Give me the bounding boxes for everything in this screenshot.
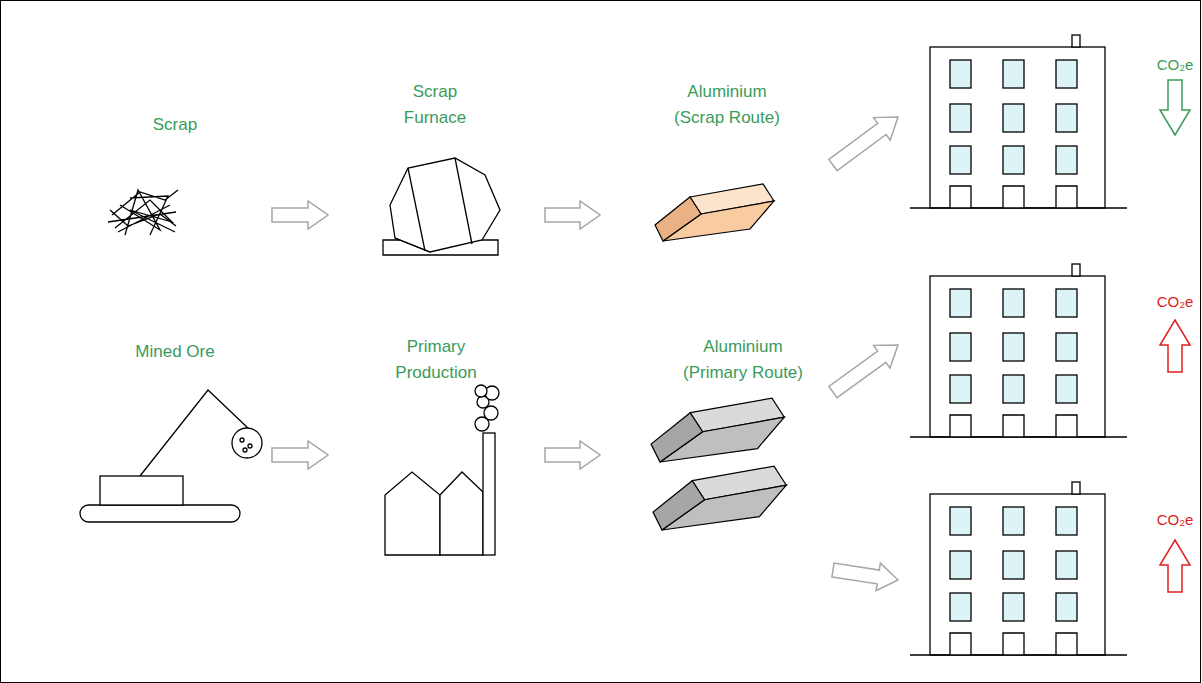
- input-stage: Mined Ore: [80, 335, 272, 530]
- building-use: CO₂e: [898, 30, 1198, 212]
- increase-arrow: [1160, 540, 1190, 592]
- factory-icon: [385, 385, 499, 555]
- stage-label: CO₂e: [1145, 55, 1202, 75]
- flow-arrow: [832, 563, 898, 591]
- building-use: CO₂e: [898, 235, 1198, 445]
- scrap-icon: [108, 190, 178, 235]
- stage-label: Aluminium (Primary Route): [675, 334, 811, 386]
- flow-arrow: [545, 201, 600, 229]
- stage-label: Scrap Furnace: [385, 79, 485, 131]
- flow-arrow: [545, 441, 600, 469]
- stage-label: CO₂e: [1145, 292, 1202, 312]
- stage-label: Mined Ore: [115, 340, 235, 364]
- flow-arrow: [829, 117, 898, 171]
- ingot-icon: [655, 184, 774, 241]
- ingot-icon: [651, 398, 784, 462]
- increase-arrow: [1160, 320, 1190, 372]
- flow-arrow: [272, 441, 328, 469]
- building-icon: [910, 482, 1127, 655]
- stage-label: Scrap: [115, 113, 235, 137]
- building-icon: [910, 264, 1127, 437]
- process-stage: Scrap Furnace: [328, 75, 545, 265]
- ingot-icon: [653, 466, 786, 530]
- decrease-arrow: [1160, 80, 1190, 135]
- process-stage: Primary Production: [328, 325, 545, 565]
- stage-label: CO₂e: [1145, 510, 1202, 530]
- excavator-icon: [80, 390, 262, 522]
- stage-label: Aluminium (Scrap Route): [669, 79, 785, 131]
- building-icon: [910, 35, 1127, 208]
- input-stage: Scrap: [80, 105, 272, 245]
- product-stage: Aluminium (Scrap Route): [600, 75, 833, 250]
- building-use: CO₂e: [898, 450, 1198, 665]
- product-stage: Aluminium (Primary Route): [600, 325, 833, 600]
- flow-arrow: [272, 201, 328, 229]
- stage-label: Primary Production: [386, 334, 486, 386]
- furnace-icon: [383, 158, 500, 255]
- flow-arrow: [829, 345, 898, 398]
